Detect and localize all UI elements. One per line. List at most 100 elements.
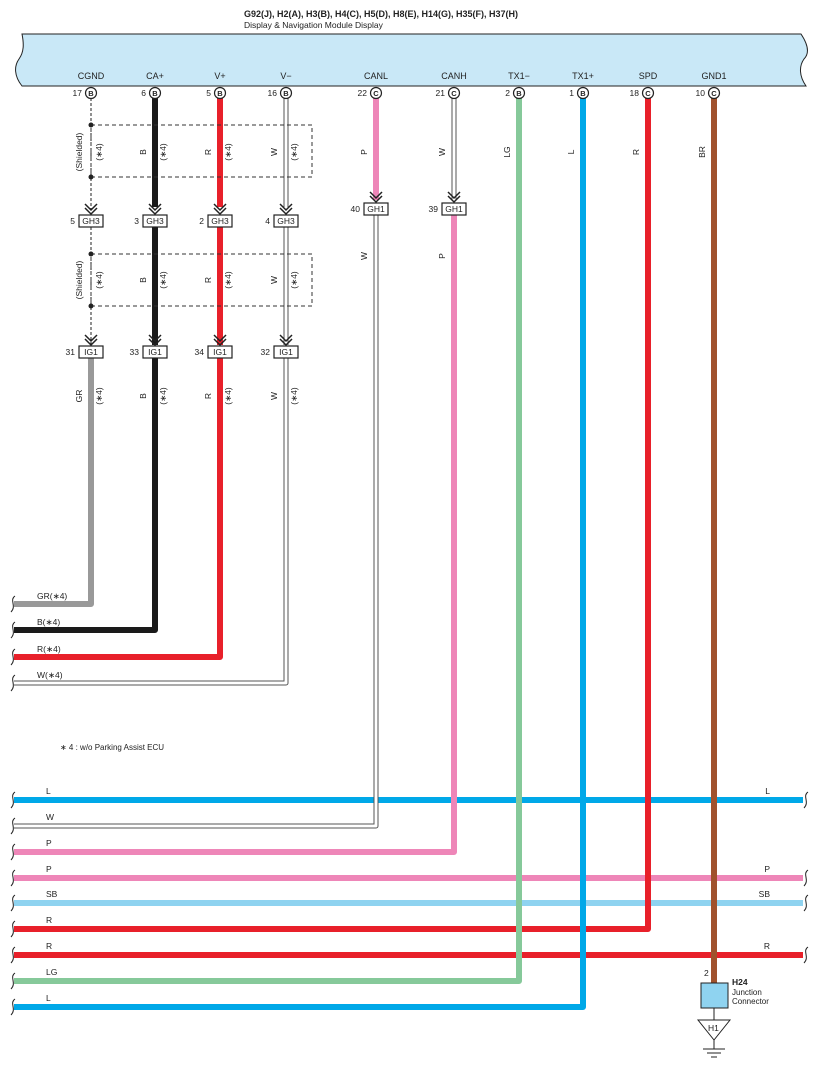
- gh3-1-chevron-a: [148, 203, 162, 212]
- gnd1-crossing-0: [711, 797, 717, 803]
- pin-name-6: TX1−: [508, 71, 530, 81]
- ig1-2-box: [207, 345, 233, 359]
- pin-name-7: TX1+: [572, 71, 594, 81]
- gh3-1-chevron-b: [148, 207, 162, 216]
- ig1-0-chevron-b: [84, 338, 98, 347]
- canh-after-label: P: [437, 253, 447, 259]
- bundle-break-0: [10, 595, 16, 613]
- gh3-2-box: [207, 214, 233, 228]
- shield-layer: [88, 93, 313, 345]
- junction-connector: 2 H24 Junction Connector: [700, 968, 769, 1009]
- pin-circle-1: [148, 86, 162, 100]
- wire-w-bundle: [14, 358, 288, 685]
- bottom-left-break-4: [10, 894, 16, 912]
- pin-circle-4: [369, 86, 383, 100]
- wire-canl-to-bottom-outline: [14, 215, 379, 829]
- pin-number-4: 22: [358, 88, 368, 98]
- bundle-break-1: [10, 621, 16, 639]
- pin-number-6: 2: [505, 88, 510, 98]
- seg2-label-2: R: [203, 277, 213, 283]
- gh3-3-chevron-b: [279, 207, 293, 216]
- wire-spd-to-bottom: [14, 93, 651, 932]
- bottom-left-label-1: W: [46, 812, 54, 822]
- pin-conn-5: C: [451, 89, 457, 98]
- pin-number-9: 10: [696, 88, 706, 98]
- display-navigation-module: [15, 33, 808, 87]
- seg3-label-0: GR: [74, 390, 84, 403]
- labels-layer: (Shielded) (∗4) B(∗4) R (∗4) W(∗4) (Shielded) (…: [10, 132, 809, 1016]
- connectors-layer: GH35IG131GH33IG133GH32IG134GH34IG132GH14…: [66, 191, 467, 359]
- top-wire-label-9: BR: [697, 146, 707, 158]
- pin-number-1: 6: [141, 88, 146, 98]
- junction-pin-number: 2: [704, 968, 709, 978]
- pin-number-3: 16: [268, 88, 278, 98]
- gh1-1-label: GH1: [445, 204, 463, 214]
- gh3-2-label: GH3: [211, 216, 229, 226]
- junction-id: H24: [732, 977, 748, 987]
- bundle-label-3: W(∗4): [37, 670, 63, 680]
- gh1-0-chevron-b: [369, 195, 383, 204]
- bundle-label-1: B(∗4): [37, 617, 60, 627]
- seg1-label-1: B: [138, 149, 148, 155]
- gnd1-crossing-3: [711, 952, 717, 958]
- pin-circle-2: [213, 86, 227, 100]
- ig1-0-box: [78, 345, 104, 359]
- seg3-label-1: B: [138, 393, 148, 399]
- bottom-left-break-7: [10, 972, 16, 990]
- pin-number-2: 5: [206, 88, 211, 98]
- pin-name-1: CA+: [146, 71, 164, 81]
- gh3-2-chevron-a: [213, 203, 227, 212]
- pin-conn-7: B: [580, 89, 586, 98]
- ig1-1-pin-number: 33: [130, 347, 140, 357]
- top-wire-label-7: L: [566, 149, 576, 154]
- pin-circle-8: [641, 86, 655, 100]
- ig1-1-chevron-a: [148, 334, 162, 343]
- pin-conn-4: C: [373, 89, 379, 98]
- gnd1-crossing-1: [711, 875, 717, 881]
- pin-number-0: 17: [73, 88, 83, 98]
- ig1-3-chevron-b: [279, 338, 293, 347]
- wire-tx1m-to-bottom: [14, 93, 522, 984]
- gh3-3-label: GH3: [277, 216, 295, 226]
- seg1-label-0: (Shielded): [74, 132, 84, 171]
- gh3-1-pin-number: 3: [134, 216, 139, 226]
- pin-name-5: CANH: [441, 71, 467, 81]
- seg1-star-2: (∗4): [223, 143, 233, 161]
- bottom-right-label-4: SB: [759, 889, 771, 899]
- pin-name-2: V+: [214, 71, 225, 81]
- bottom-left-break-0: [10, 791, 16, 809]
- gh3-0-chevron-b: [84, 207, 98, 216]
- seg2-star-3: (∗4): [289, 271, 299, 289]
- pins-layer: CGNDB17CA+B6V+B5V−B16CANLC22CANHC21TX1−B…: [73, 71, 727, 100]
- header-title: G92(J), H2(A), H3(B), H4(C), H5(D), H8(E…: [244, 9, 518, 19]
- seg2-label-0: (Shielded): [74, 260, 84, 299]
- ground-id: H1: [708, 1023, 719, 1033]
- gh3-0-chevron-a: [84, 203, 98, 212]
- wire-w-bundle-outline: [14, 358, 289, 686]
- ig1-2-chevron-a: [213, 334, 227, 343]
- bottom-right-break-3: [803, 869, 809, 887]
- bottom-left-label-3: P: [46, 864, 52, 874]
- bottom-left-label-0: L: [46, 786, 51, 796]
- seg1-label-2: R: [203, 149, 213, 155]
- gh3-3-pin-number: 4: [265, 216, 270, 226]
- gh1-1-chevron-a: [447, 191, 461, 200]
- seg1-star-3: (∗4): [289, 143, 299, 161]
- pin-conn-3: B: [283, 89, 289, 98]
- pin-circle-3: [279, 86, 293, 100]
- pin-name-4: CANL: [364, 71, 388, 81]
- bottom-left-label-2: P: [46, 838, 52, 848]
- pin-conn-0: B: [88, 89, 94, 98]
- ig1-2-label: IG1: [213, 347, 227, 357]
- bottom-left-break-2: [10, 843, 16, 861]
- bottom-right-break-6: [803, 946, 809, 964]
- shield-dot-0: [88, 122, 94, 128]
- ig1-2-chevron-b: [213, 338, 227, 347]
- wire-canh-to-bottom: [14, 215, 457, 855]
- bottom-left-break-8: [10, 998, 16, 1016]
- gh3-1-box: [142, 214, 168, 228]
- pin-name-8: SPD: [639, 71, 658, 81]
- bottom-left-break-6: [10, 946, 16, 964]
- pin-conn-2: B: [217, 89, 223, 98]
